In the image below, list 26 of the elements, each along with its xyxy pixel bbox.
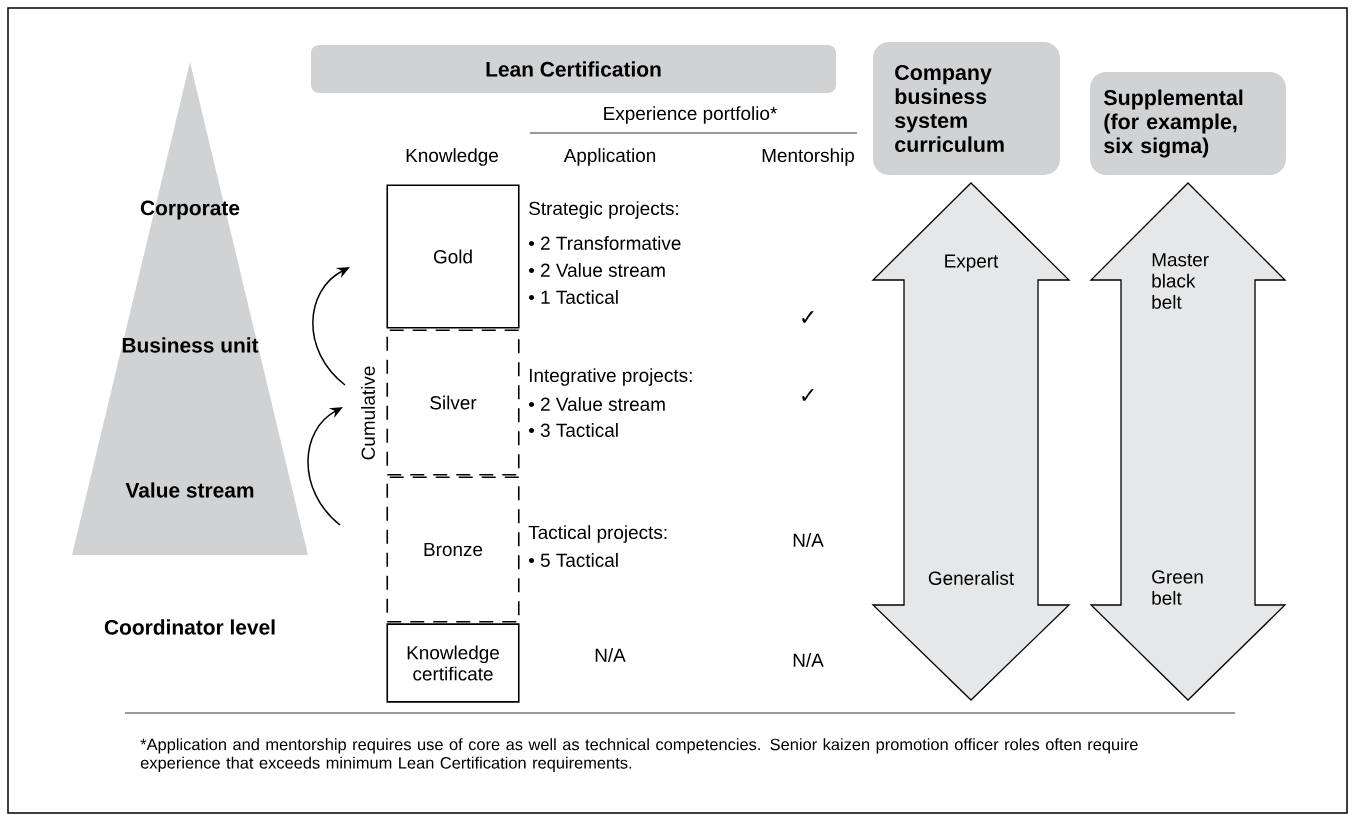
- heading-box: Supplemental (for example, six sigma): [1090, 72, 1286, 175]
- heading-box: Company business system curriculum: [873, 42, 1060, 175]
- heading-band: Lean Certification: [311, 45, 837, 93]
- level-label: Coordinator level: [104, 619, 275, 635]
- vertical-label: Cumulative: [361, 366, 375, 460]
- list-item: • 1 Tactical: [528, 290, 618, 304]
- level-box: Gold: [386, 184, 520, 329]
- column-header: Mentorship: [762, 148, 855, 166]
- level-box: Bronze: [386, 476, 520, 623]
- level-box: Silver: [386, 329, 520, 476]
- level-box: Knowledge certificate: [386, 623, 520, 703]
- column-header: Knowledge: [406, 148, 498, 166]
- na-text: N/A: [595, 648, 626, 662]
- footnote: *Application and mentorship requires use of core as well as technical competencies. Senior kaizen promotion officer roles often require experience that exceeds minimum Lean Certification requirements.: [140, 738, 1138, 772]
- pyramid: Corporate Business unit Value stream: [72, 62, 308, 555]
- project-heading: Tactical projects:: [528, 525, 667, 543]
- check-mark: ✓: [802, 389, 814, 401]
- list-item: • 2 Value stream: [528, 263, 665, 277]
- progression-scale: Expert Generalist: [871, 182, 1071, 701]
- na-text: N/A: [793, 653, 824, 667]
- list-item: • 3 Tactical: [528, 423, 618, 437]
- project-heading: Integrative projects:: [529, 368, 692, 386]
- check-mark: ✓: [802, 311, 814, 323]
- progression-scale: Master black belt Green belt: [1089, 182, 1287, 701]
- column-header: Application: [563, 148, 656, 166]
- na-text: N/A: [793, 533, 824, 547]
